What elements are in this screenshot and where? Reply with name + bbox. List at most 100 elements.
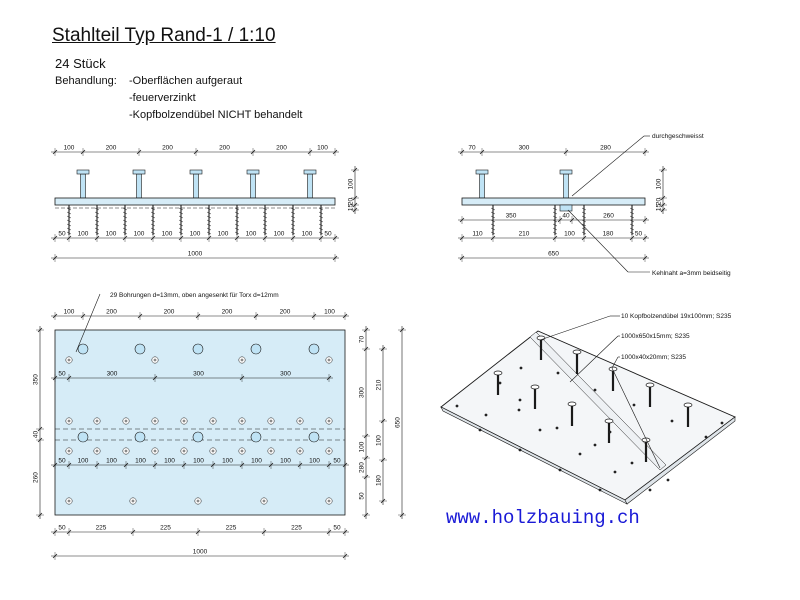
iso-hole [519, 366, 523, 370]
screw-thread [66, 219, 72, 223]
screw-thread [581, 227, 587, 231]
plan-row1-dim-label: 300 [280, 371, 291, 378]
iso-plate-edge [624, 416, 736, 505]
plan-total-dim-label: 1000 [193, 549, 208, 556]
treatment-line-3: -Kopfbolzendübel NICHT behandelt [129, 109, 303, 121]
section-left-bottom-dim-label: 100 [134, 231, 145, 238]
plan-hole-core [327, 449, 331, 453]
screw-thread [290, 211, 296, 215]
screw-thread [122, 211, 128, 215]
plan-hole-core [327, 499, 331, 503]
treatment-block: Behandlung:-Oberflächen aufgeraut -feuer… [55, 73, 302, 124]
screw-thread [94, 223, 100, 227]
plan-stud [77, 431, 89, 443]
plan-stud [250, 343, 262, 355]
screw-thread [629, 211, 635, 215]
screw-thread [552, 227, 558, 231]
stud-shank [563, 173, 569, 199]
screw-thread [581, 215, 587, 219]
section-right-total-dim-label: 650 [548, 251, 559, 258]
screw-thread [290, 219, 296, 223]
iso-stud-head [641, 437, 651, 443]
section-left-right-dim-label: 20 [348, 198, 355, 206]
screw-thread [122, 207, 128, 211]
section-right-bottom-dim-label: 180 [603, 231, 614, 238]
iso-hole [593, 443, 597, 447]
plan-hole-core [182, 419, 186, 423]
screw-thread [150, 211, 156, 215]
plan-bottom-dim-label: 225 [291, 525, 302, 532]
section-left-bottom-dim-label: 100 [218, 231, 229, 238]
weld-note: durchgeschweisst [652, 133, 704, 140]
plan-hole-core [95, 449, 99, 453]
screw-thread [178, 227, 184, 231]
plan-bottom-dim-label: 225 [160, 525, 171, 532]
iso-hole [455, 404, 459, 408]
section-left-bottom-dim-label: 100 [190, 231, 201, 238]
screw-thread [629, 215, 635, 219]
plan-hole-core [131, 499, 135, 503]
section-left-plate [54, 197, 336, 206]
website-link[interactable]: www.holzbauing.ch [446, 507, 640, 529]
plan-row2-dim-label: 100 [135, 458, 146, 465]
plan-row2-dim-label: 100 [251, 458, 262, 465]
screw-thread [490, 211, 496, 215]
plan-row2-dim-label: 50 [58, 458, 66, 465]
screw-thread [629, 227, 635, 231]
plan-right-inner-dim-label: 280 [359, 462, 366, 473]
screw-thread [94, 227, 100, 231]
screw-thread [234, 211, 240, 215]
plan-row2-dim-label: 50 [333, 458, 341, 465]
plan-row2-dim-label: 100 [280, 458, 291, 465]
screw-thread [318, 227, 324, 231]
plan-hole-core [327, 358, 331, 362]
screw-thread [94, 231, 100, 235]
section-left-total-dim-label: 1000 [188, 251, 203, 258]
screw-thread [552, 211, 558, 215]
holes-note: 29 Bohrungen d=13mm, oben angesenkt für … [110, 292, 279, 299]
plan-top-dim-label: 200 [164, 309, 175, 316]
plan-hole-core [153, 358, 157, 362]
section-left-top-dim-label: 200 [162, 145, 173, 152]
iso-hole [478, 428, 482, 432]
screw-thread [94, 215, 100, 219]
plan-hole-core [269, 449, 273, 453]
plan-hole-core [153, 449, 157, 453]
iso-stud-head [608, 366, 618, 372]
screw-thread [490, 215, 496, 219]
section-left-right-dim-label: 100 [348, 178, 355, 189]
stud-head [475, 169, 489, 175]
screw-thread [490, 219, 496, 223]
section-left-top-dim-label: 200 [276, 145, 287, 152]
iso-stud-head [530, 384, 540, 390]
plan-bottom-dim-label: 225 [226, 525, 237, 532]
stud-head [559, 169, 573, 175]
stud-shank [80, 173, 86, 199]
screw-thread [262, 215, 268, 219]
iso-hole [670, 419, 674, 423]
screw-thread [206, 219, 212, 223]
iso-stud-head [645, 382, 655, 388]
iso-strip-leader [611, 356, 619, 369]
plan-right-total-dim-label: 650 [395, 417, 402, 428]
iso-stud-head [567, 401, 577, 407]
screw-thread [318, 223, 324, 227]
holes-leader [75, 293, 101, 353]
iso-hole [648, 488, 652, 492]
section-left-bottom-dim-label: 100 [302, 231, 313, 238]
plan-bottom-dim-label: 225 [96, 525, 107, 532]
screw-thread [94, 211, 100, 215]
screw-thread [66, 215, 72, 219]
plan-stud [192, 343, 204, 355]
screw-thread [234, 223, 240, 227]
screw-thread [290, 207, 296, 211]
treatment-label: Behandlung: [55, 75, 117, 87]
iso-hole [484, 413, 488, 417]
section-left-top-dim-label: 200 [106, 145, 117, 152]
plan-hole-core [67, 499, 71, 503]
plan-stud [77, 343, 89, 355]
plan-hole-core [196, 499, 200, 503]
drawing-title: Stahlteil Typ Rand-1 / 1:10 [52, 25, 276, 46]
screw-thread [318, 219, 324, 223]
